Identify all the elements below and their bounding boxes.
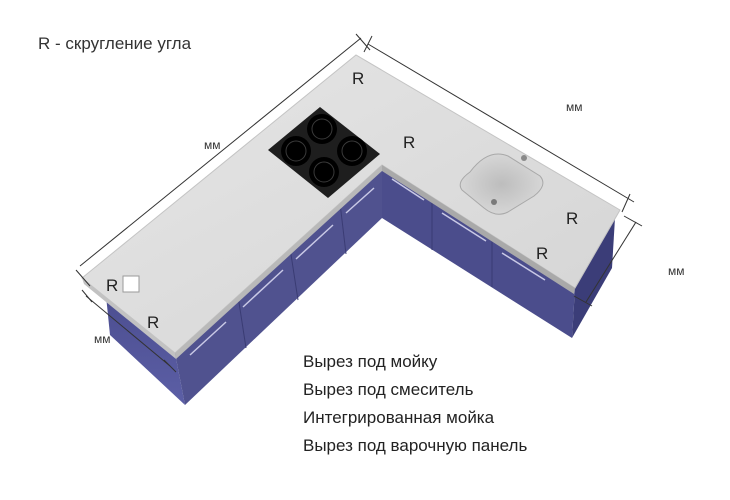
burner [309,157,339,187]
burner [337,136,367,166]
corner-radius-label[interactable]: R [147,313,159,332]
integrated-sink [459,153,544,215]
option-integrated-sink[interactable]: Интегрированная мойка [303,408,495,427]
dimension-unit-label[interactable]: мм [204,138,221,152]
option-mixer-cutout[interactable]: Вырез под смеситель [303,380,474,399]
countertop-edge-end [82,278,176,359]
corner-radius-label[interactable]: R [566,209,578,228]
hob [268,107,380,198]
corner-radius-label[interactable]: R [106,276,118,295]
corner-radius-label[interactable]: R [536,244,548,263]
mixer-hole [521,155,527,161]
option-sink-cutout[interactable]: Вырез под мойку [303,352,438,371]
countertop [81,54,621,359]
dimension-lines [75,33,643,373]
corner-radius-label[interactable]: R [403,133,415,152]
cabinet-right-end [572,218,615,338]
cabinet-inner-front-b [382,165,575,338]
dimension-unit-label[interactable]: мм [566,100,583,114]
countertop-edge-right [382,165,575,294]
cutout-options-list: Вырез под мойку Вырез под смеситель Инте… [303,348,527,460]
burner [281,136,311,166]
sink-drain [491,199,497,205]
dimension-unit-label[interactable]: мм [668,264,685,278]
corner-radius-checkbox[interactable] [122,275,140,293]
option-hob-cutout[interactable]: Вырез под варочную панель [303,436,528,455]
dimension-unit-labels: мм мм мм мм [94,100,685,346]
hob-panel [268,107,380,198]
countertop-edge-left [175,165,382,359]
legend-title: R - скругление угла [38,34,192,53]
sink-bowl [459,153,544,215]
corner-radius-labels: R R R R R R [106,69,578,332]
cabinet-inner-front-a [175,165,382,405]
corner-radius-label[interactable]: R [352,69,364,88]
dimension-unit-label[interactable]: мм [94,332,111,346]
burner [307,114,337,144]
